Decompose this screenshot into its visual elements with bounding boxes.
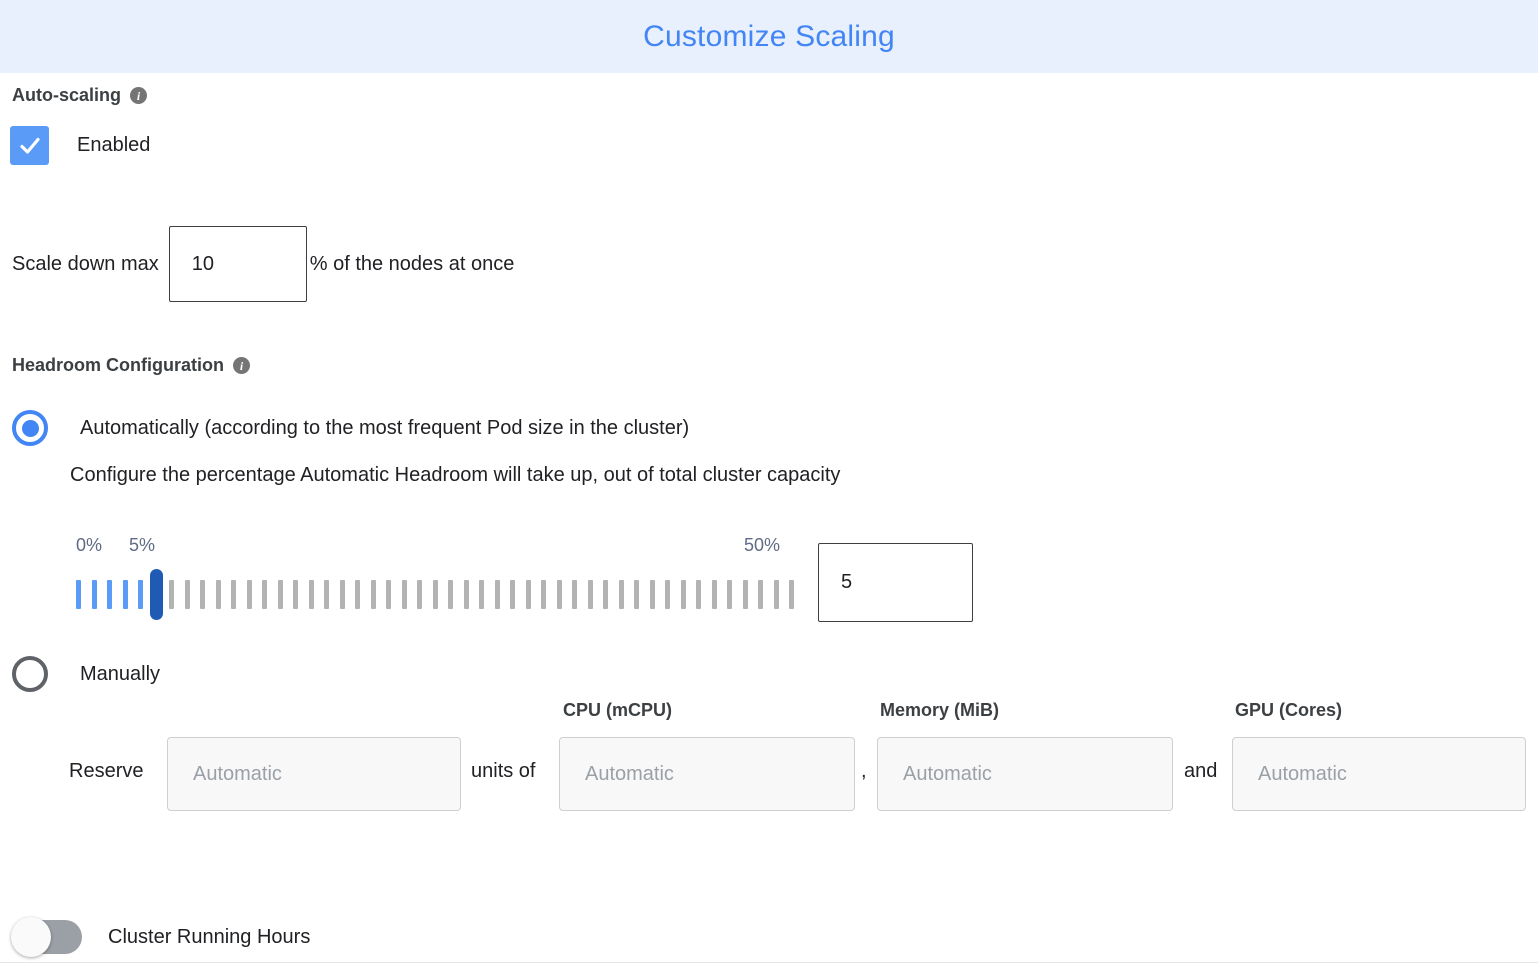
dialog-header: Customize Scaling <box>0 0 1538 73</box>
bottom-divider <box>0 962 1538 963</box>
slider-tick <box>665 580 670 609</box>
slider-tick <box>401 580 407 609</box>
slider-tick <box>618 580 624 609</box>
reserve-label: Reserve <box>69 760 144 782</box>
slider-thumb[interactable] <box>149 569 163 620</box>
reserve-memory-input[interactable] <box>877 737 1173 811</box>
toggle-knob <box>11 917 51 957</box>
slider-current-label: 5% <box>129 535 156 555</box>
scale-down-max-suffix: % of the nodes at once <box>309 252 515 275</box>
reserve-cpu-input[interactable] <box>559 737 855 811</box>
slider-tick <box>634 580 639 609</box>
enabled-checkbox[interactable] <box>10 126 49 165</box>
slider-tick <box>169 580 174 609</box>
cluster-running-hours-toggle[interactable] <box>11 917 82 957</box>
slider-tick <box>680 580 686 609</box>
column-header-memory: Memory (MiB) <box>880 700 1000 720</box>
cluster-running-hours-label: Cluster Running Hours <box>108 925 311 948</box>
headroom-section-label: Headroom Configuration i <box>12 355 250 376</box>
and-label: and <box>1184 760 1218 782</box>
slider-tick <box>789 580 794 609</box>
slider-tick <box>479 580 484 609</box>
reserve-units-input[interactable] <box>167 737 461 811</box>
slider-tick <box>541 580 546 609</box>
enabled-checkbox-label: Enabled <box>77 134 151 156</box>
auto-scaling-label-text: Auto-scaling <box>12 85 122 105</box>
slider-tick <box>138 580 143 609</box>
auto-scaling-section-label: Auto-scaling i <box>12 85 148 106</box>
slider-tick <box>603 580 608 609</box>
headroom-option-automatic[interactable]: Automatically (according to the most fre… <box>12 410 689 446</box>
slider-tick <box>494 580 500 609</box>
comma-separator: , <box>861 760 867 782</box>
slider-tick <box>510 580 515 609</box>
radio-manually-label: Manually <box>80 662 161 685</box>
auto-scaling-enabled-row: Enabled <box>10 126 150 165</box>
radio-manually[interactable] <box>12 656 48 692</box>
info-icon[interactable]: i <box>233 357 250 374</box>
slider-min-label: 0% <box>76 535 103 555</box>
slider-tick <box>587 580 593 609</box>
radio-automatic[interactable] <box>12 410 48 446</box>
manual-reserve-form: CPU (mCPU) Memory (MiB) GPU (Cores) Rese… <box>0 695 1538 835</box>
slider-tick <box>91 580 97 609</box>
headroom-option-manually[interactable]: Manually <box>12 656 160 692</box>
slider-tick <box>572 580 577 609</box>
column-header-gpu: GPU (Cores) <box>1235 700 1343 720</box>
reserve-gpu-input[interactable] <box>1232 737 1526 811</box>
slider-tick <box>448 580 453 609</box>
slider-tick <box>339 580 345 609</box>
radio-automatic-label: Automatically (according to the most fre… <box>80 416 690 439</box>
cluster-running-hours-row: Cluster Running Hours <box>11 917 311 957</box>
headroom-automatic-description: Configure the percentage Automatic Headr… <box>70 464 841 486</box>
slider-tick <box>246 580 252 609</box>
headroom-slider-group: 0% 5% 50% <box>76 535 807 620</box>
slider-tick <box>76 580 81 609</box>
headroom-label-text: Headroom Configuration <box>12 355 224 375</box>
slider-tick <box>107 580 112 609</box>
slider-tick <box>727 580 732 609</box>
scale-down-max-label: Scale down max <box>12 252 159 275</box>
slider-tick <box>200 580 205 609</box>
scale-down-max-input[interactable] <box>168 226 307 302</box>
slider-tick <box>773 580 779 609</box>
page-title: Customize Scaling <box>643 19 895 53</box>
info-icon[interactable]: i <box>130 87 148 104</box>
slider-tick <box>324 580 329 609</box>
slider-tick <box>277 580 283 609</box>
units-of-label: units of <box>471 760 536 782</box>
slider-max-label: 50% <box>744 535 781 555</box>
slider-tick <box>463 580 469 609</box>
slider-tick <box>293 580 298 609</box>
slider-tick <box>122 580 128 609</box>
slider-tick <box>355 580 360 609</box>
slider-tick <box>215 580 221 609</box>
slider-tick <box>184 580 190 609</box>
slider-tick <box>758 580 763 609</box>
slider-tick <box>432 580 438 609</box>
slider-tick <box>370 580 376 609</box>
slider-tick <box>711 580 717 609</box>
slider-scale-labels: 0% 5% 50% <box>76 535 806 561</box>
slider-tick <box>742 580 748 609</box>
slider-tick <box>417 580 422 609</box>
slider-tick <box>386 580 391 609</box>
slider-tick <box>556 580 562 609</box>
slider-tick <box>231 580 236 609</box>
slider-tick <box>308 580 314 609</box>
slider-tick <box>262 580 267 609</box>
headroom-percentage-input[interactable] <box>818 543 973 622</box>
slider-tick <box>696 580 701 609</box>
headroom-slider[interactable] <box>76 569 807 620</box>
column-header-cpu: CPU (mCPU) <box>563 700 673 720</box>
slider-tick <box>525 580 531 609</box>
slider-tick <box>649 580 655 609</box>
scale-down-max-row: Scale down max % of the nodes at once <box>12 225 514 303</box>
